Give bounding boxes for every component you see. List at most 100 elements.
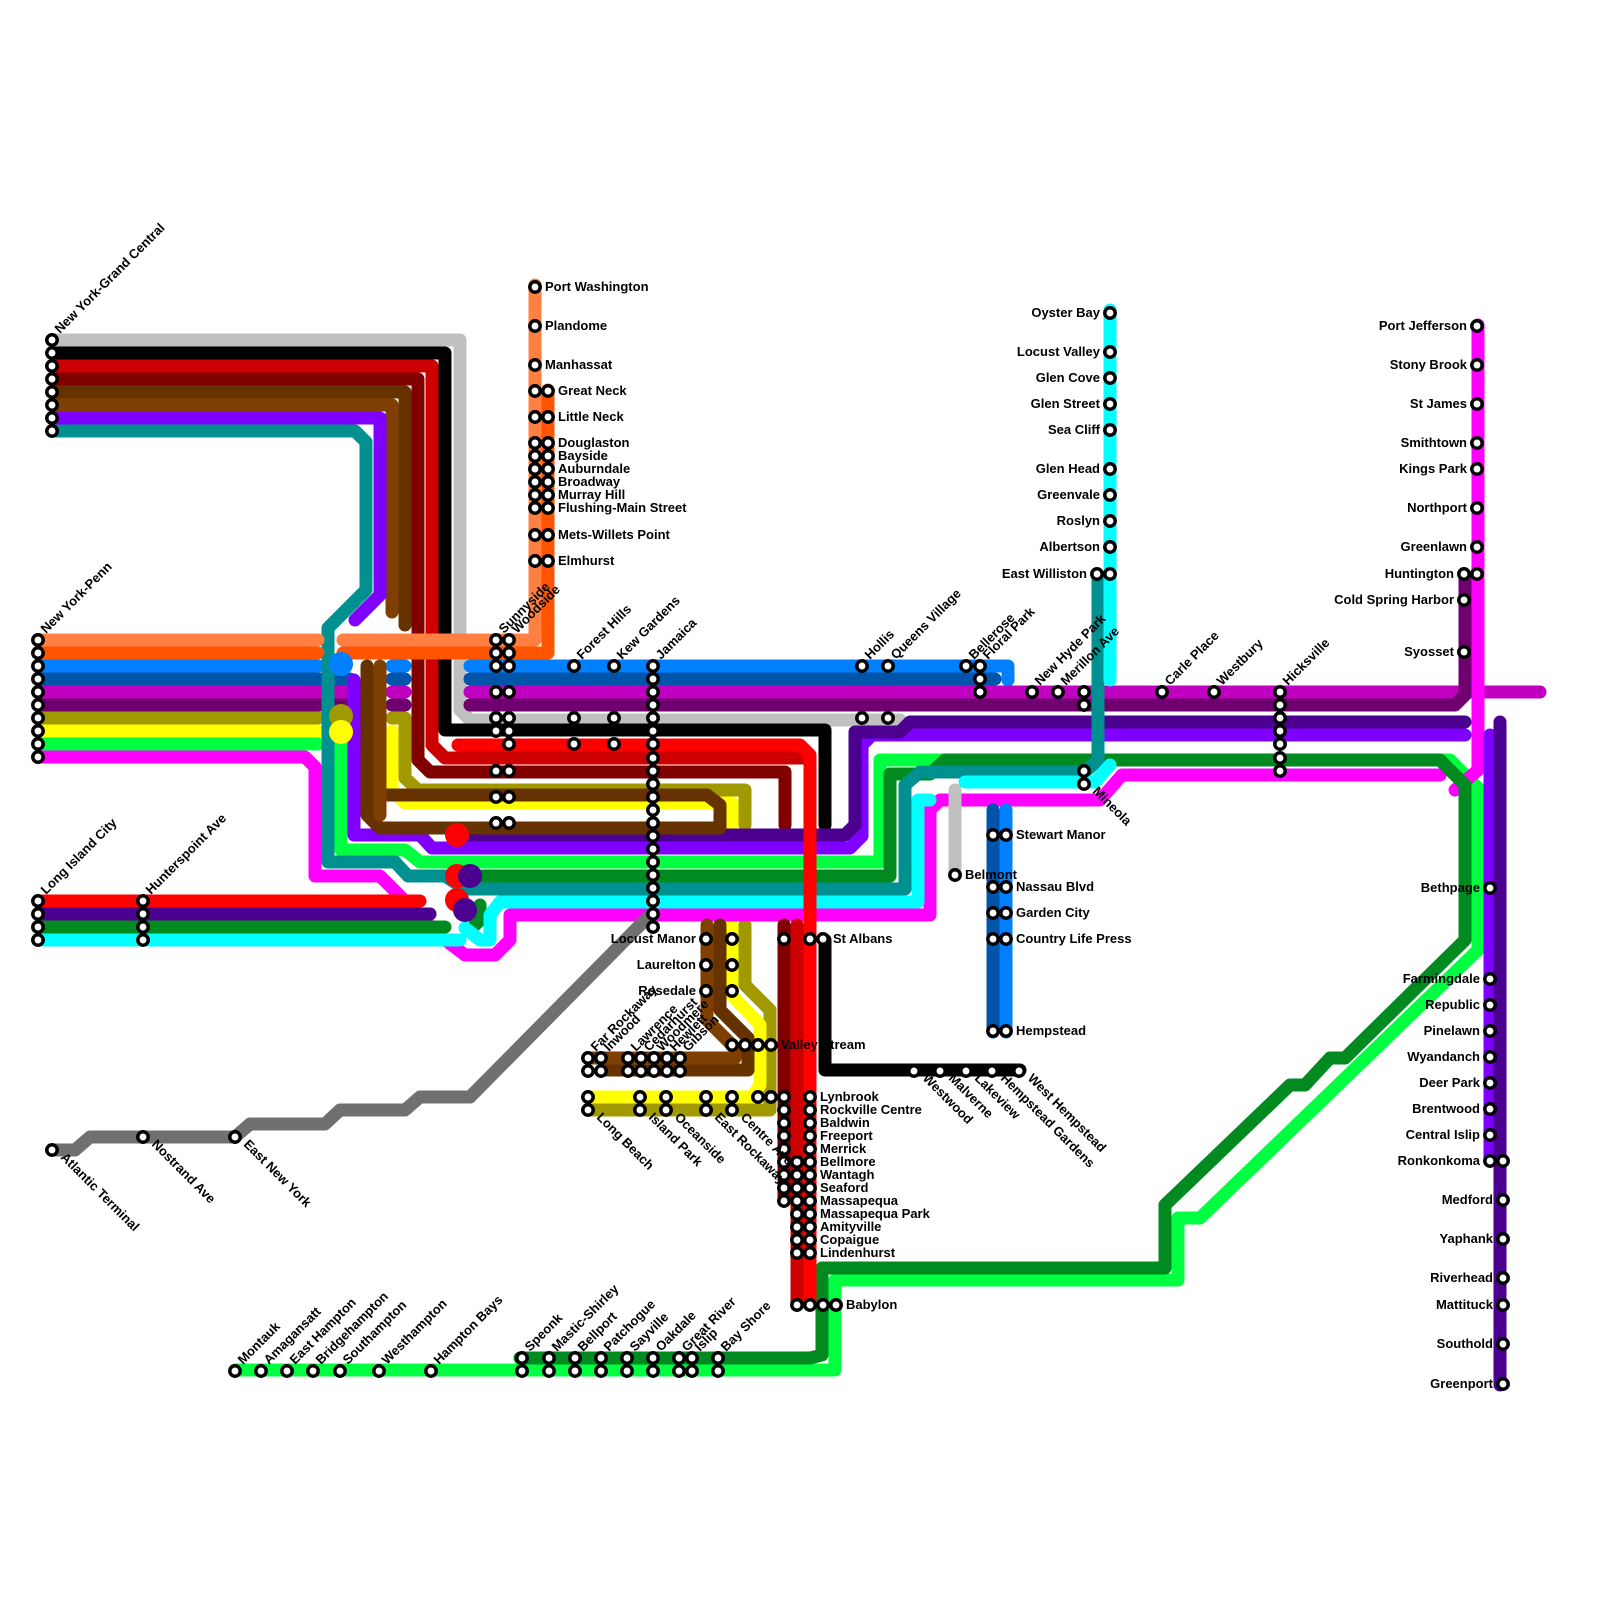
station-new-york-penn[interactable] xyxy=(31,633,45,764)
station-elmhurst[interactable] xyxy=(528,554,555,568)
station-marker[interactable] xyxy=(541,554,555,568)
station-forest-hills[interactable] xyxy=(567,659,581,751)
station-marker[interactable] xyxy=(973,672,987,686)
station-mattituck[interactable] xyxy=(1496,1298,1510,1312)
station-marker[interactable] xyxy=(1496,1337,1510,1351)
station-marker[interactable] xyxy=(31,659,45,673)
station-inwood[interactable] xyxy=(594,1051,608,1078)
station-marker[interactable] xyxy=(1483,998,1497,1012)
station-marker[interactable] xyxy=(528,501,542,515)
station-babylon[interactable] xyxy=(790,1298,843,1312)
station-marker[interactable] xyxy=(489,646,503,660)
station-marker[interactable] xyxy=(502,790,516,804)
station-hicksville[interactable] xyxy=(1273,685,1287,778)
station-marker[interactable] xyxy=(1273,698,1287,712)
station-republic[interactable] xyxy=(1483,998,1497,1012)
station-marker[interactable] xyxy=(1470,567,1484,581)
station-bayside[interactable] xyxy=(528,449,555,463)
station-hewlett[interactable] xyxy=(660,1051,674,1078)
station-marker[interactable] xyxy=(1470,436,1484,450)
station-marker[interactable] xyxy=(646,894,660,908)
station-marker[interactable] xyxy=(986,906,1000,920)
station-marker[interactable] xyxy=(1025,685,1039,699)
station-marker[interactable] xyxy=(541,501,555,515)
station-marker[interactable] xyxy=(502,764,516,778)
station-long-beach[interactable] xyxy=(581,1090,595,1117)
station-queens-village[interactable] xyxy=(881,659,895,725)
station-marker[interactable] xyxy=(594,1051,608,1065)
station-marker[interactable] xyxy=(620,1364,634,1378)
station-marker[interactable] xyxy=(881,711,895,725)
station-douglaston[interactable] xyxy=(528,436,555,450)
station-marker[interactable] xyxy=(646,764,660,778)
station-marker[interactable] xyxy=(725,984,739,998)
station-marker[interactable] xyxy=(999,880,1013,894)
station-marker[interactable] xyxy=(594,1364,608,1378)
station-country-life-press[interactable] xyxy=(986,932,1013,946)
station-long-island-city[interactable] xyxy=(31,894,45,947)
station-marker[interactable] xyxy=(646,868,660,882)
station-marker[interactable] xyxy=(855,659,869,673)
station-marker[interactable] xyxy=(31,724,45,738)
station-marker[interactable] xyxy=(136,920,150,934)
station-central-islip[interactable] xyxy=(1483,1128,1497,1142)
station-marker[interactable] xyxy=(1155,685,1169,699)
station-plandome[interactable] xyxy=(528,319,542,333)
station-marker[interactable] xyxy=(528,475,542,489)
station-islip[interactable] xyxy=(685,1351,699,1378)
station-wantagh[interactable] xyxy=(777,1168,817,1182)
station-east-new-york[interactable] xyxy=(228,1130,242,1144)
station-marker[interactable] xyxy=(790,1207,804,1221)
station-marker[interactable] xyxy=(607,659,621,673)
station-marker[interactable] xyxy=(777,1129,791,1143)
station-amityville[interactable] xyxy=(790,1220,817,1234)
station-murray-hill[interactable] xyxy=(528,488,555,502)
station-marker[interactable] xyxy=(31,933,45,947)
station-marker[interactable] xyxy=(790,1233,804,1247)
station-massapequa[interactable] xyxy=(777,1194,817,1208)
station-marker[interactable] xyxy=(568,1364,582,1378)
station-marker[interactable] xyxy=(424,1364,438,1378)
station-marker[interactable] xyxy=(528,358,542,372)
station-marker[interactable] xyxy=(515,1364,529,1378)
station-rosedale[interactable] xyxy=(699,984,739,998)
station-marker[interactable] xyxy=(567,711,581,725)
station-island-park[interactable] xyxy=(633,1090,647,1117)
station-hunterspoint-ave[interactable] xyxy=(136,894,150,947)
station-hempstead-gardens[interactable] xyxy=(985,1064,999,1078)
station-greenport[interactable] xyxy=(1496,1377,1510,1391)
station-marker[interactable] xyxy=(45,346,59,360)
station-marker[interactable] xyxy=(633,1090,647,1104)
station-marker[interactable] xyxy=(45,424,59,438)
station-marker[interactable] xyxy=(803,932,817,946)
station-marker[interactable] xyxy=(803,1181,817,1195)
station-marker[interactable] xyxy=(502,816,516,830)
station-new-york-grand-central[interactable] xyxy=(45,333,59,438)
station-bellport[interactable] xyxy=(568,1351,582,1378)
station-seaford[interactable] xyxy=(777,1181,817,1195)
station-marker[interactable] xyxy=(790,1194,804,1208)
station-marker[interactable] xyxy=(489,816,503,830)
station-marker[interactable] xyxy=(790,1246,804,1260)
station-glen-head[interactable] xyxy=(1103,462,1117,476)
station-marker[interactable] xyxy=(907,1064,921,1078)
station-mastic-shirley[interactable] xyxy=(542,1351,556,1378)
station-marker[interactable] xyxy=(542,1364,556,1378)
station-roslyn[interactable] xyxy=(1103,514,1117,528)
station-marker[interactable] xyxy=(986,880,1000,894)
station-oceanside[interactable] xyxy=(659,1090,673,1117)
station-marker[interactable] xyxy=(31,750,45,764)
station-marker[interactable] xyxy=(620,1351,634,1365)
station-marker[interactable] xyxy=(1077,777,1091,791)
station-marker[interactable] xyxy=(136,907,150,921)
station-marker[interactable] xyxy=(633,1103,647,1117)
station-belmont[interactable] xyxy=(948,868,962,882)
station-valley-stream[interactable] xyxy=(725,1038,778,1052)
station-farmingdale[interactable] xyxy=(1483,972,1497,986)
station-marker[interactable] xyxy=(881,659,895,673)
station-marker[interactable] xyxy=(699,1090,713,1104)
station-marker[interactable] xyxy=(803,1168,817,1182)
station-marker[interactable] xyxy=(764,1038,778,1052)
station-nassau-blvd[interactable] xyxy=(986,880,1013,894)
station-marker[interactable] xyxy=(1103,567,1117,581)
